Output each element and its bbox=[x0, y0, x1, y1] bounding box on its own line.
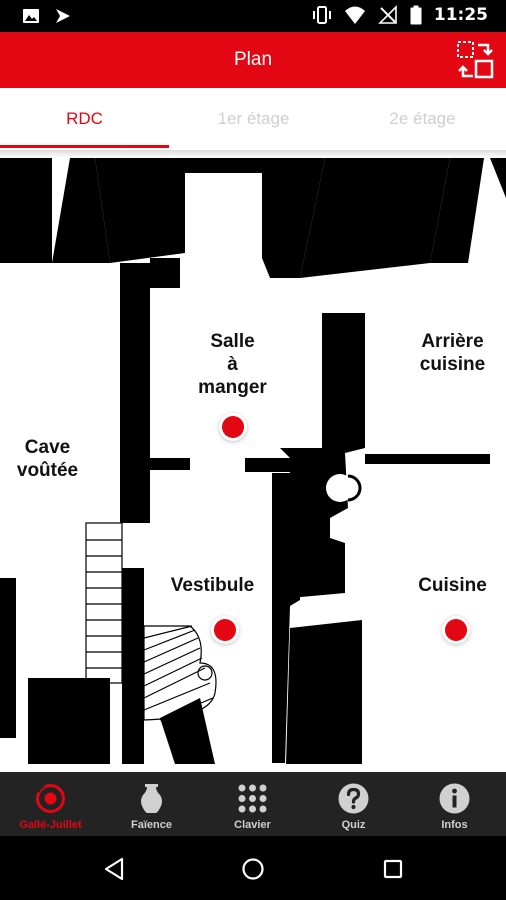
room-label-cave-voutee: Cave voûtée bbox=[16, 437, 79, 481]
keypad-icon bbox=[238, 784, 267, 813]
tab-rdc[interactable]: RDC bbox=[66, 109, 103, 128]
nav-item-infos[interactable]: Infos bbox=[404, 772, 505, 836]
nav-label-faience: Faïence bbox=[131, 819, 172, 831]
app-bar: Plan bbox=[0, 32, 506, 88]
floor-plan-drawing bbox=[0, 158, 506, 764]
vibrate-icon bbox=[312, 6, 331, 24]
tab-2e-etage[interactable]: 2e étage bbox=[389, 109, 456, 128]
switch-view-icon[interactable] bbox=[454, 39, 496, 81]
room-label-cuisine: Cuisine bbox=[418, 575, 487, 596]
tab-indicator bbox=[0, 145, 169, 148]
room-label-salle-a-manger: Salle à manger bbox=[198, 331, 267, 398]
status-time: 11:25 bbox=[433, 5, 488, 25]
home-icon[interactable] bbox=[240, 856, 266, 882]
nav-item-faience[interactable]: Faïence bbox=[101, 772, 202, 836]
room-label-arriere-cuisine: Arrière cuisine bbox=[419, 331, 486, 375]
info-icon bbox=[439, 783, 470, 814]
vpn-icon bbox=[56, 9, 70, 23]
tab-shadow bbox=[0, 150, 506, 158]
room-marker-vestibule[interactable] bbox=[214, 619, 236, 641]
nav-label-clavier: Clavier bbox=[234, 819, 271, 831]
status-right-icons: 11:25 bbox=[312, 5, 488, 25]
floor-plan[interactable]: Salle à manger Arrière cuisine Cave voût… bbox=[0, 158, 506, 764]
wifi-icon bbox=[344, 6, 365, 24]
room-label-vestibule: Vestibule bbox=[170, 575, 255, 596]
nav-label-quiz: Quiz bbox=[341, 819, 366, 831]
nav-label-galle-juillet: Gallé-Juillet bbox=[19, 819, 82, 831]
tab-1er-etage[interactable]: 1er étage bbox=[217, 109, 290, 128]
system-nav-bar bbox=[0, 836, 506, 900]
status-bar: 11:25 bbox=[0, 0, 506, 32]
question-icon bbox=[338, 783, 369, 814]
nav-label-infos: Infos bbox=[441, 819, 468, 831]
recents-icon[interactable] bbox=[380, 856, 406, 882]
room-marker-cuisine[interactable] bbox=[445, 619, 467, 641]
battery-icon bbox=[410, 5, 422, 25]
no-signal-icon bbox=[377, 5, 397, 24]
image-icon bbox=[23, 9, 39, 23]
nav-item-galle-juillet[interactable]: Gallé-Juillet bbox=[0, 772, 101, 836]
target-icon bbox=[35, 783, 65, 813]
floor-tabs: RDC 1er étage 2e étage bbox=[0, 88, 506, 150]
bottom-nav: Gallé-Juillet Faïence Clavier Quiz Infos bbox=[0, 772, 506, 836]
nav-item-clavier[interactable]: Clavier bbox=[202, 772, 303, 836]
back-icon[interactable] bbox=[102, 856, 128, 882]
nav-item-quiz[interactable]: Quiz bbox=[303, 772, 404, 836]
vase-icon bbox=[141, 784, 162, 813]
page-title: Plan bbox=[233, 49, 273, 70]
status-left-icons bbox=[22, 7, 72, 25]
room-marker-salle-a-manger[interactable] bbox=[222, 416, 244, 438]
